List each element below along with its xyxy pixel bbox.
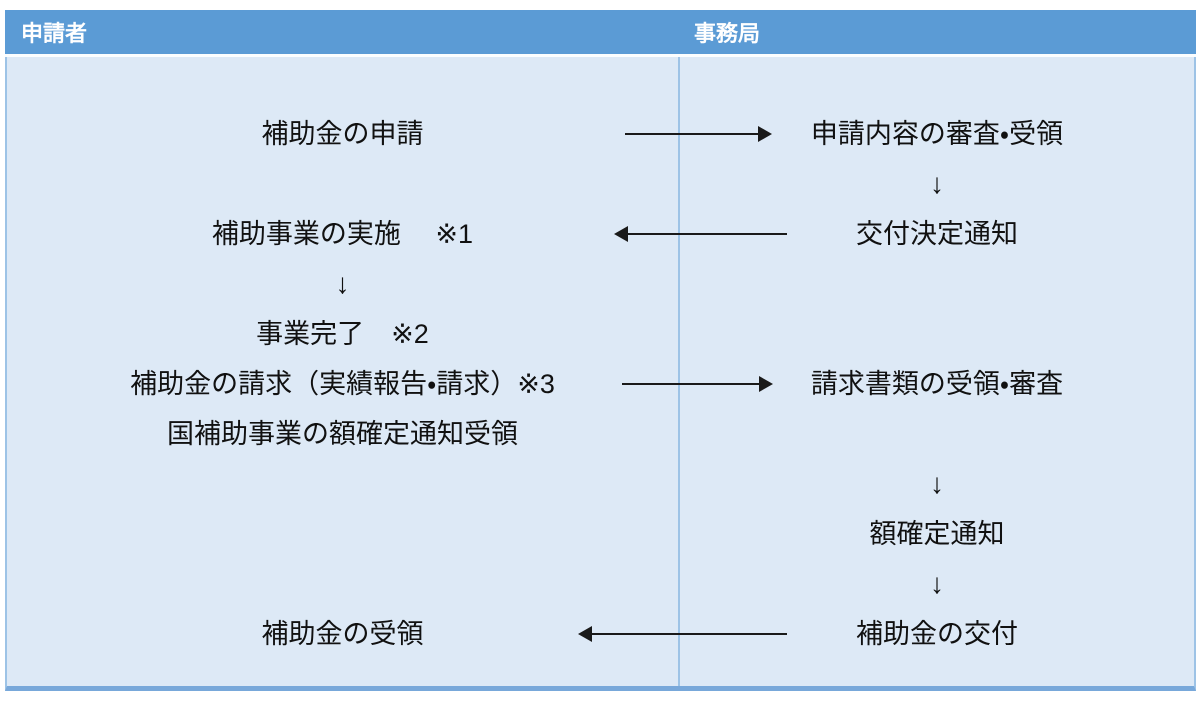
applicant-step-project-complete: 事業完了 ※2 <box>256 319 429 349</box>
office-step-claim-review: 請求書類の受領・審査 <box>810 369 1064 399</box>
subsidy-flow-table: 申請者 事務局 補助金の申請 申請内容の審査・受領 ↓ 補助事業の実施 ※1 交… <box>5 10 1196 691</box>
arrow-right-icon <box>622 376 773 392</box>
arrow-right-icon <box>625 126 772 142</box>
header-office: 事務局 <box>694 21 761 46</box>
applicant-step-national-subsidy-notice: 国補助事業の額確定通知受領 <box>167 419 518 449</box>
flow-row: 補助金の請求（実績報告・請求）※3 請求書類の受領・審査 <box>7 359 1194 409</box>
flow-row: 補助金の受領 補助金の交付 <box>7 609 1194 659</box>
applicant-step-implement: 補助事業の実施 ※1 <box>211 219 474 249</box>
flow-row: 補助事業の実施 ※1 交付決定通知 <box>7 209 1194 259</box>
arrow-left-icon <box>614 226 787 242</box>
flow-row: 補助金の申請 申請内容の審査・受領 <box>7 109 1194 159</box>
office-step-review-receive: 申請内容の審査・受領 <box>810 119 1064 149</box>
flow-row: ↓ <box>7 259 1194 309</box>
office-step-pay-subsidy: 補助金の交付 <box>856 619 1018 649</box>
applicant-step-apply: 補助金の申請 <box>261 119 424 149</box>
down-arrow-icon: ↓ <box>930 568 944 599</box>
down-arrow-icon: ↓ <box>930 468 944 499</box>
flow-row: 国補助事業の額確定通知受領 <box>7 409 1194 459</box>
table-body: 補助金の申請 申請内容の審査・受領 ↓ 補助事業の実施 ※1 交付決定通知 ↓ … <box>5 57 1196 691</box>
column-divider <box>678 57 680 686</box>
flow-row: 事業完了 ※2 <box>7 309 1194 359</box>
table-header-row: 申請者 事務局 <box>5 10 1196 57</box>
flow-row: ↓ <box>7 559 1194 609</box>
down-arrow-icon: ↓ <box>930 168 944 199</box>
applicant-step-claim: 補助金の請求（実績報告・請求）※3 <box>130 369 555 399</box>
flow-row: ↓ <box>7 159 1194 209</box>
applicant-step-receive-subsidy: 補助金の受領 <box>261 619 424 649</box>
office-step-amount-notice: 額確定通知 <box>869 519 1005 549</box>
arrow-left-icon <box>578 626 787 642</box>
flow-row: 額確定通知 <box>7 509 1194 559</box>
flow-row: ↓ <box>7 459 1194 509</box>
down-arrow-icon: ↓ <box>335 268 350 299</box>
office-step-grant-decision-notice: 交付決定通知 <box>856 219 1018 249</box>
header-applicant: 申請者 <box>21 21 88 46</box>
